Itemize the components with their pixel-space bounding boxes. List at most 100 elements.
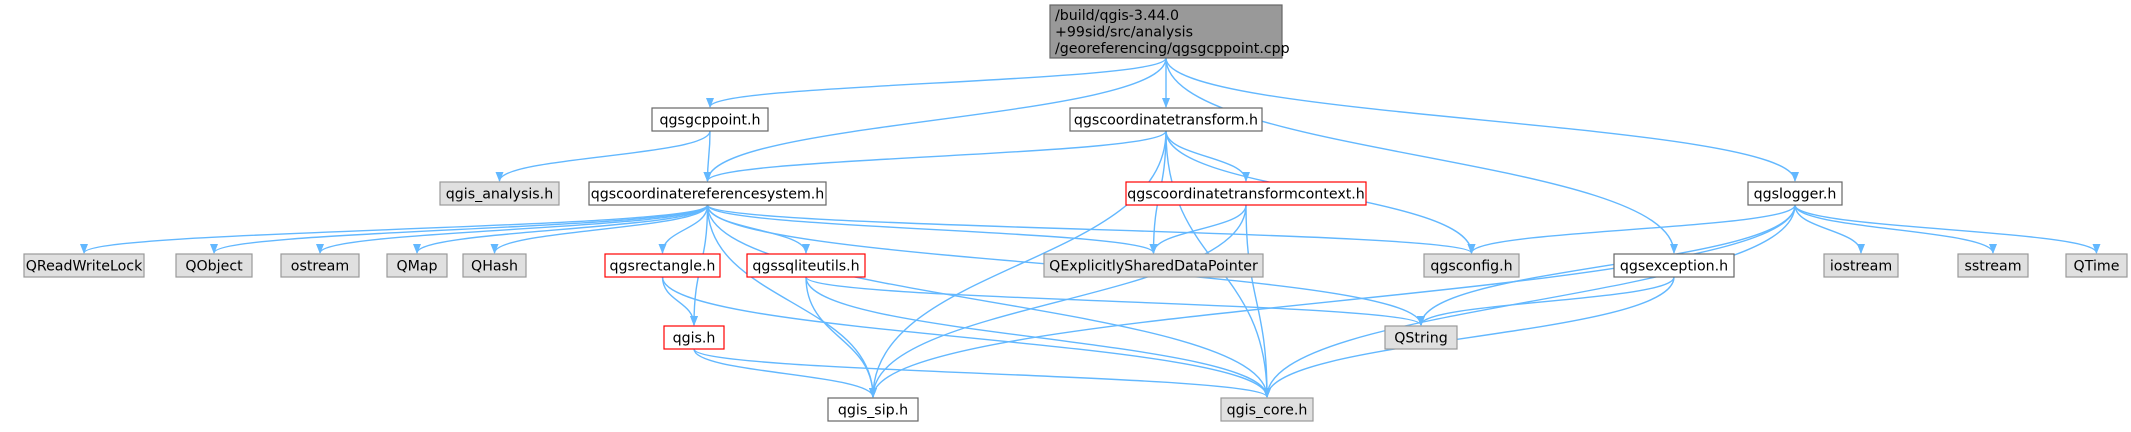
node-qgis-analysis-h[interactable]: qgis_analysis.h [439,181,560,206]
node-box [1069,107,1263,132]
node-label: qgscoordinatetransform.h [1074,113,1258,129]
edge-qgscoordinatereferencesystem-h-to-ostream [316,204,709,254]
node-box [2065,253,2128,278]
edge-qgssqliteutils-h-to-qstring [805,276,1425,326]
node-qgis-core-h[interactable]: qgis_core.h [1220,397,1314,422]
node-box [827,397,919,422]
node-box [604,253,721,278]
node-box [651,107,769,132]
node-label: sstream [1964,259,2021,275]
node-box [1823,253,1899,278]
node-box [1220,397,1314,422]
edge-qgscoordinatereferencesystem-h-to-qgsrectangle-h [658,204,709,254]
node-qgsexception-h[interactable]: qgsexception.h [1613,253,1735,278]
node-label: qgscoordinatereferencesystem.h [591,187,825,203]
edge-qgslogger-h-to-qgis-core-h [1263,204,1796,398]
edge-qgscoordinatereferencesystem-h-to-qobject [210,204,709,254]
edge-qgsexception-h-to-qstring [1417,276,1675,326]
node-box [175,253,253,278]
graph-nodes: /build/qgis-3.44.0+99sid/src/analysis/ge… [23,4,2128,422]
edge-qgssqliteutils-h-to-qgis-sip-h [805,276,877,398]
node-box [439,181,560,206]
node-label: qgis_core.h [1227,403,1308,419]
edge-qgscoordinatereferencesystem-h-to-qhash [490,204,709,254]
node-qgsgcppoint-h[interactable]: qgsgcppoint.h [651,107,769,132]
node-label: QString [1394,331,1448,347]
node-qgssqliteutils-h[interactable]: qgssqliteutils.h [746,253,866,278]
node-label: qgscoordinatetransformcontext.h [1127,187,1365,203]
edge-qgscoordinatetransform-h-to-qgscoordinatetransformcontext-h [1165,130,1250,182]
node-qmap[interactable]: QMap [386,253,448,278]
node-label: /build/qgis-3.44.0 [1055,8,1179,24]
edge-qgscoordinatereferencesystem-h-to-qreadwritelock [80,204,709,254]
node-qgscoordinatetransformcontext-h[interactable]: qgscoordinatetransformcontext.h [1125,181,1367,206]
node-label: qgsgcppoint.h [660,113,761,129]
node-box [386,253,448,278]
node-label: qgis_analysis.h [446,187,553,203]
node-qgscoordinatetransform-h[interactable]: qgscoordinatetransform.h [1069,107,1263,132]
edge-qgslogger-h-to-qstring [1417,204,1796,326]
edge-root-to-qgsgcppoint-h [706,57,1167,108]
edge-qgscoordinatetransform-h-to-qgscoordinatereferencesystem-h [703,130,1167,182]
node-sstream[interactable]: sstream [1957,253,2029,278]
edge-qgsrectangle-h-to-qgis-h [661,276,698,326]
node-ostream[interactable]: ostream [280,253,360,278]
node-box [1049,4,1283,59]
node-qhash[interactable]: QHash [462,253,527,278]
node-label: qgsrectangle.h [610,259,716,275]
node-label: QTime [2074,259,2120,275]
edge-qgscoordinatetransformcontext-h-to-qexplicitlyshareddatapointer [1149,204,1247,254]
edge-qgslogger-h-to-qgsconfig-h [1467,204,1796,254]
edge-qgscoordinatereferencesystem-h-to-qgis-sip-h [706,204,877,398]
node-qexplicitlyshareddatapointer[interactable]: QExplicitlySharedDataPointer [1043,253,1264,278]
node-qtime[interactable]: QTime [2065,253,2128,278]
edge-qgscoordinatetransformcontext-h-to-qgis-sip-h [869,204,1247,398]
node-root[interactable]: /build/qgis-3.44.0+99sid/src/analysis/ge… [1049,4,1290,59]
node-qgsconfig-h[interactable]: qgsconfig.h [1423,253,1520,278]
node-qgscoordinatereferencesystem-h[interactable]: qgscoordinatereferencesystem.h [588,181,827,206]
node-qgslogger-h[interactable]: qgslogger.h [1747,181,1843,206]
edge-qgscoordinatetransform-h-to-qgis-sip-h [869,130,1167,398]
node-qobject[interactable]: QObject [175,253,253,278]
node-box [1747,181,1843,206]
edge-root-to-qgslogger-h [1165,57,1799,182]
edge-qgsgcppoint-h-to-qgis-analysis-h [495,130,711,182]
node-box [23,253,145,278]
node-label: qgslogger.h [1754,187,1837,203]
edge-qgscoordinatereferencesystem-h-to-qgis-core-h [706,204,1271,398]
node-label: /georeferencing/qgsgcppoint.cpp [1055,41,1290,57]
edge-qgslogger-h-to-qgis-sip-h [869,204,1796,398]
node-box [280,253,360,278]
node-box [1125,181,1367,206]
edge-qgis-h-to-qgis-sip-h [693,348,877,398]
node-qgis-sip-h[interactable]: qgis_sip.h [827,397,919,422]
node-qgis-h[interactable]: qgis.h [663,325,725,350]
node-iostream[interactable]: iostream [1823,253,1899,278]
node-label: QReadWriteLock [26,259,143,275]
node-box [588,181,827,206]
node-box [663,325,725,350]
node-box [1613,253,1735,278]
node-label: QMap [396,259,437,275]
edge-qgis-h-to-qgis-core-h [693,348,1271,398]
node-box [1423,253,1520,278]
node-label: qgsexception.h [1620,259,1728,275]
node-qgsrectangle-h[interactable]: qgsrectangle.h [604,253,721,278]
edge-qgslogger-h-to-sstream [1794,204,1997,254]
node-qreadwritelock[interactable]: QReadWriteLock [23,253,145,278]
edge-qgsexception-h-to-qgis-core-h [1263,276,1675,398]
edge-qgslogger-h-to-iostream [1794,204,1865,254]
node-label: QHash [471,259,518,275]
edge-qgslogger-h-to-qtime [1794,204,2101,254]
node-label: qgis_sip.h [838,403,908,419]
node-label: qgis.h [673,331,716,347]
node-box [462,253,527,278]
node-label: +99sid/src/analysis [1055,25,1193,41]
edge-qgscoordinatereferencesystem-h-to-qgsconfig-h [706,204,1476,254]
node-label: QExplicitlySharedDataPointer [1049,259,1258,275]
edge-root-to-qgsexception-h [1165,57,1678,254]
node-qstring[interactable]: QString [1384,325,1458,350]
edge-qgsrectangle-h-to-qgis-core-h [661,276,1271,398]
node-label: QObject [185,259,243,275]
